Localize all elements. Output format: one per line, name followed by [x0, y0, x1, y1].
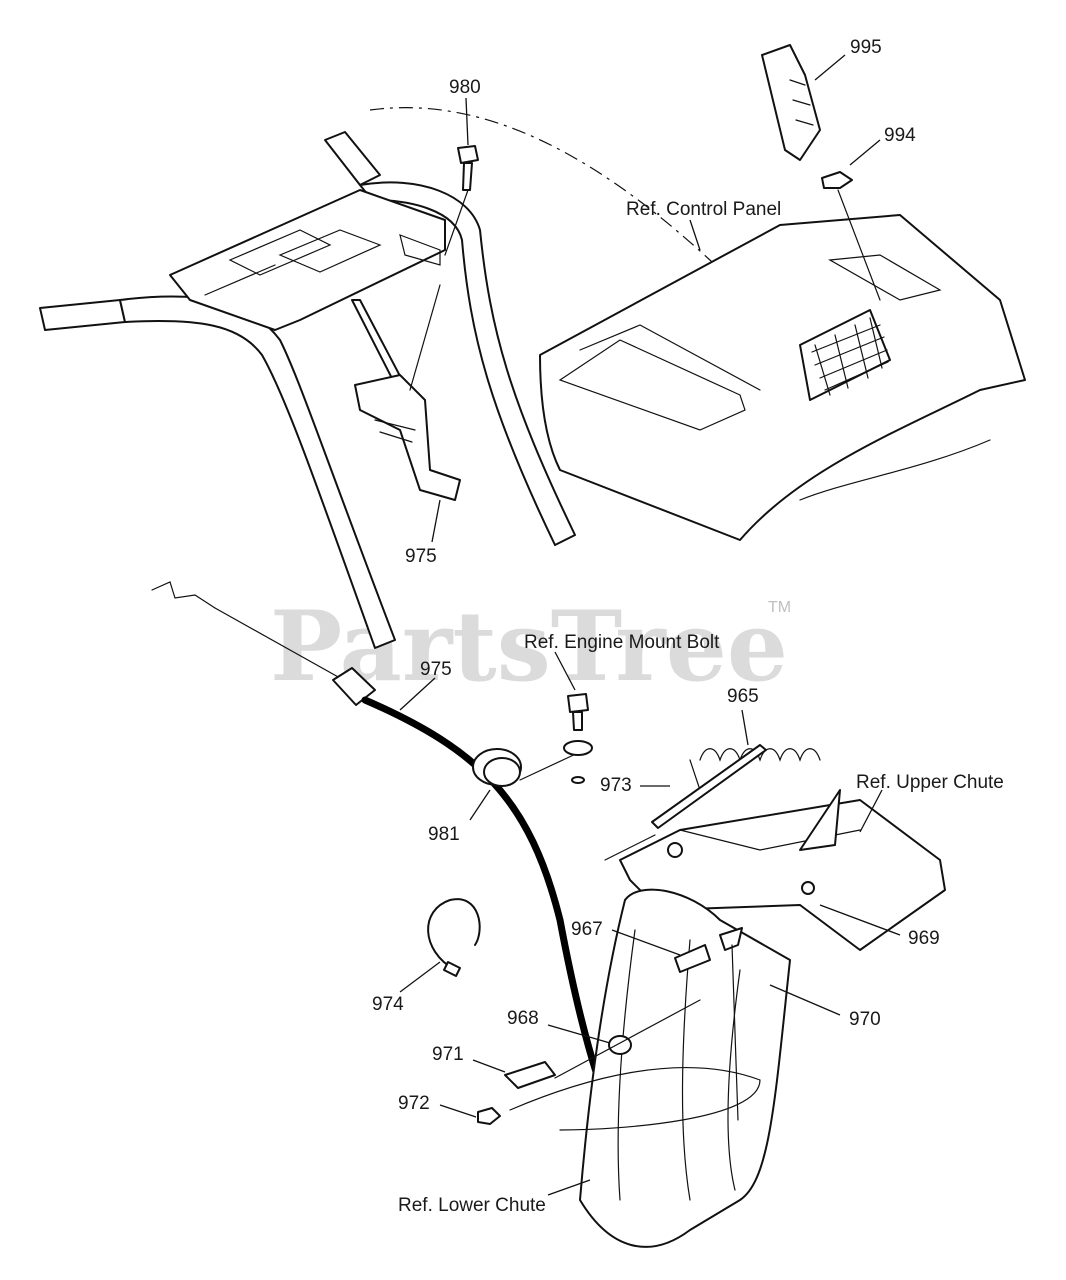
- handle-assembly: [39, 131, 576, 649]
- retaining-ring-974: [427, 898, 481, 971]
- callout-972: 972: [398, 1093, 430, 1114]
- ref-engine-mount-bolt: Ref. Engine Mount Bolt: [524, 632, 720, 653]
- callouts: 995 994 980 975 975 965 973 981 967 969 …: [372, 37, 1004, 1216]
- ref-upper-chute: Ref. Upper Chute: [856, 772, 1004, 793]
- callout-995: 995: [850, 37, 882, 58]
- nut-994: [821, 171, 853, 189]
- callout-994: 994: [884, 125, 916, 146]
- callout-981: 981: [428, 824, 460, 845]
- callout-967: 967: [571, 919, 603, 940]
- callout-980: 980: [449, 77, 481, 98]
- callout-969: 969: [908, 928, 940, 949]
- callout-973: 973: [600, 775, 632, 796]
- leader-lines: [399, 54, 901, 1196]
- callout-975-handle: 975: [405, 546, 437, 567]
- callout-975-cable: 975: [420, 659, 452, 680]
- callout-965: 965: [727, 686, 759, 707]
- ref-control-panel: Ref. Control Panel: [626, 199, 781, 220]
- callout-971: 971: [432, 1044, 464, 1065]
- callout-970: 970: [849, 1009, 881, 1030]
- callout-968: 968: [507, 1008, 539, 1029]
- lower-chute: [477, 888, 791, 1248]
- ref-lower-chute: Ref. Lower Chute: [398, 1195, 546, 1216]
- grip-995: [761, 44, 821, 161]
- trademark-mark: TM: [768, 599, 791, 616]
- engine-mount-bolt: [567, 693, 589, 713]
- callout-974: 974: [372, 994, 404, 1015]
- control-panel: [539, 214, 1026, 541]
